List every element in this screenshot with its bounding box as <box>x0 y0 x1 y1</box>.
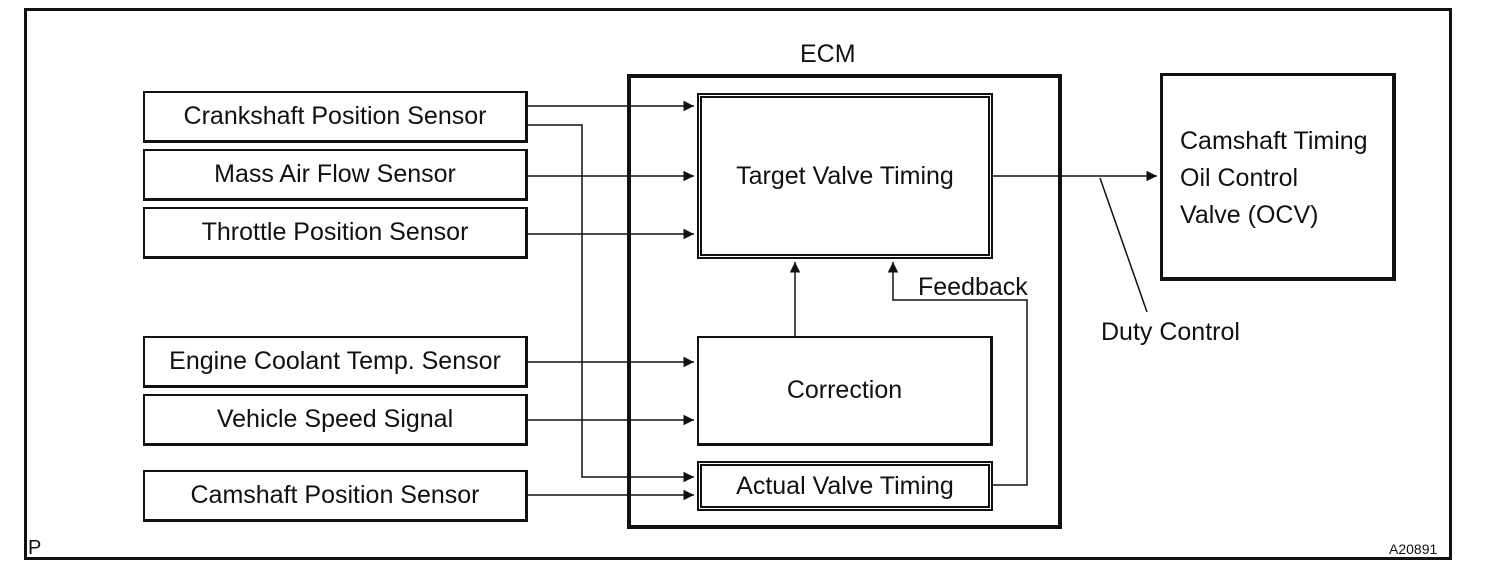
correction-block: Correction <box>697 336 993 446</box>
sensor-crankshaft-position: Crankshaft Position Sensor <box>143 91 528 143</box>
sensor-vehicle-speed: Vehicle Speed Signal <box>143 394 528 446</box>
block-label: Target Valve Timing <box>736 161 954 190</box>
ecm-title: ECM <box>800 40 856 68</box>
ocv-line: Valve (OCV) <box>1180 201 1319 229</box>
corner-mark: P <box>28 537 42 559</box>
block-label: Actual Valve Timing <box>736 471 954 500</box>
sensor-engine-coolant-temp: Engine Coolant Temp. Sensor <box>143 336 528 388</box>
sensor-label: Throttle Position Sensor <box>201 218 469 246</box>
duty-control-leader <box>1099 177 1148 313</box>
actual-valve-timing-block: Actual Valve Timing <box>697 461 993 511</box>
sensor-label: Engine Coolant Temp. Sensor <box>169 347 501 375</box>
sensor-label: Mass Air Flow Sensor <box>214 160 456 188</box>
target-valve-timing-block: Target Valve Timing <box>697 93 993 259</box>
sensor-label: Crankshaft Position Sensor <box>183 102 487 130</box>
sensor-label: Vehicle Speed Signal <box>216 405 454 433</box>
feedback-label: Feedback <box>918 273 1028 301</box>
wire-feedback <box>887 262 1028 486</box>
sensor-mass-air-flow: Mass Air Flow Sensor <box>143 149 528 201</box>
ocv-line: Camshaft Timing <box>1180 127 1368 155</box>
ocv-block: Camshaft Timing Oil Control Valve (OCV) <box>1160 73 1396 281</box>
wire-crankshaft-actual <box>527 124 694 483</box>
sensor-label: Camshaft Position Sensor <box>190 481 480 509</box>
sensor-throttle-position: Throttle Position Sensor <box>143 207 528 259</box>
sensor-camshaft-position: Camshaft Position Sensor <box>143 470 528 522</box>
ocv-line: Oil Control <box>1180 164 1299 192</box>
ecm-box <box>627 74 1062 529</box>
block-label: Correction <box>786 376 903 404</box>
duty-control-label: Duty Control <box>1101 318 1240 346</box>
diagram-frame <box>24 8 1452 560</box>
figure-id: A20891 <box>1389 541 1438 557</box>
